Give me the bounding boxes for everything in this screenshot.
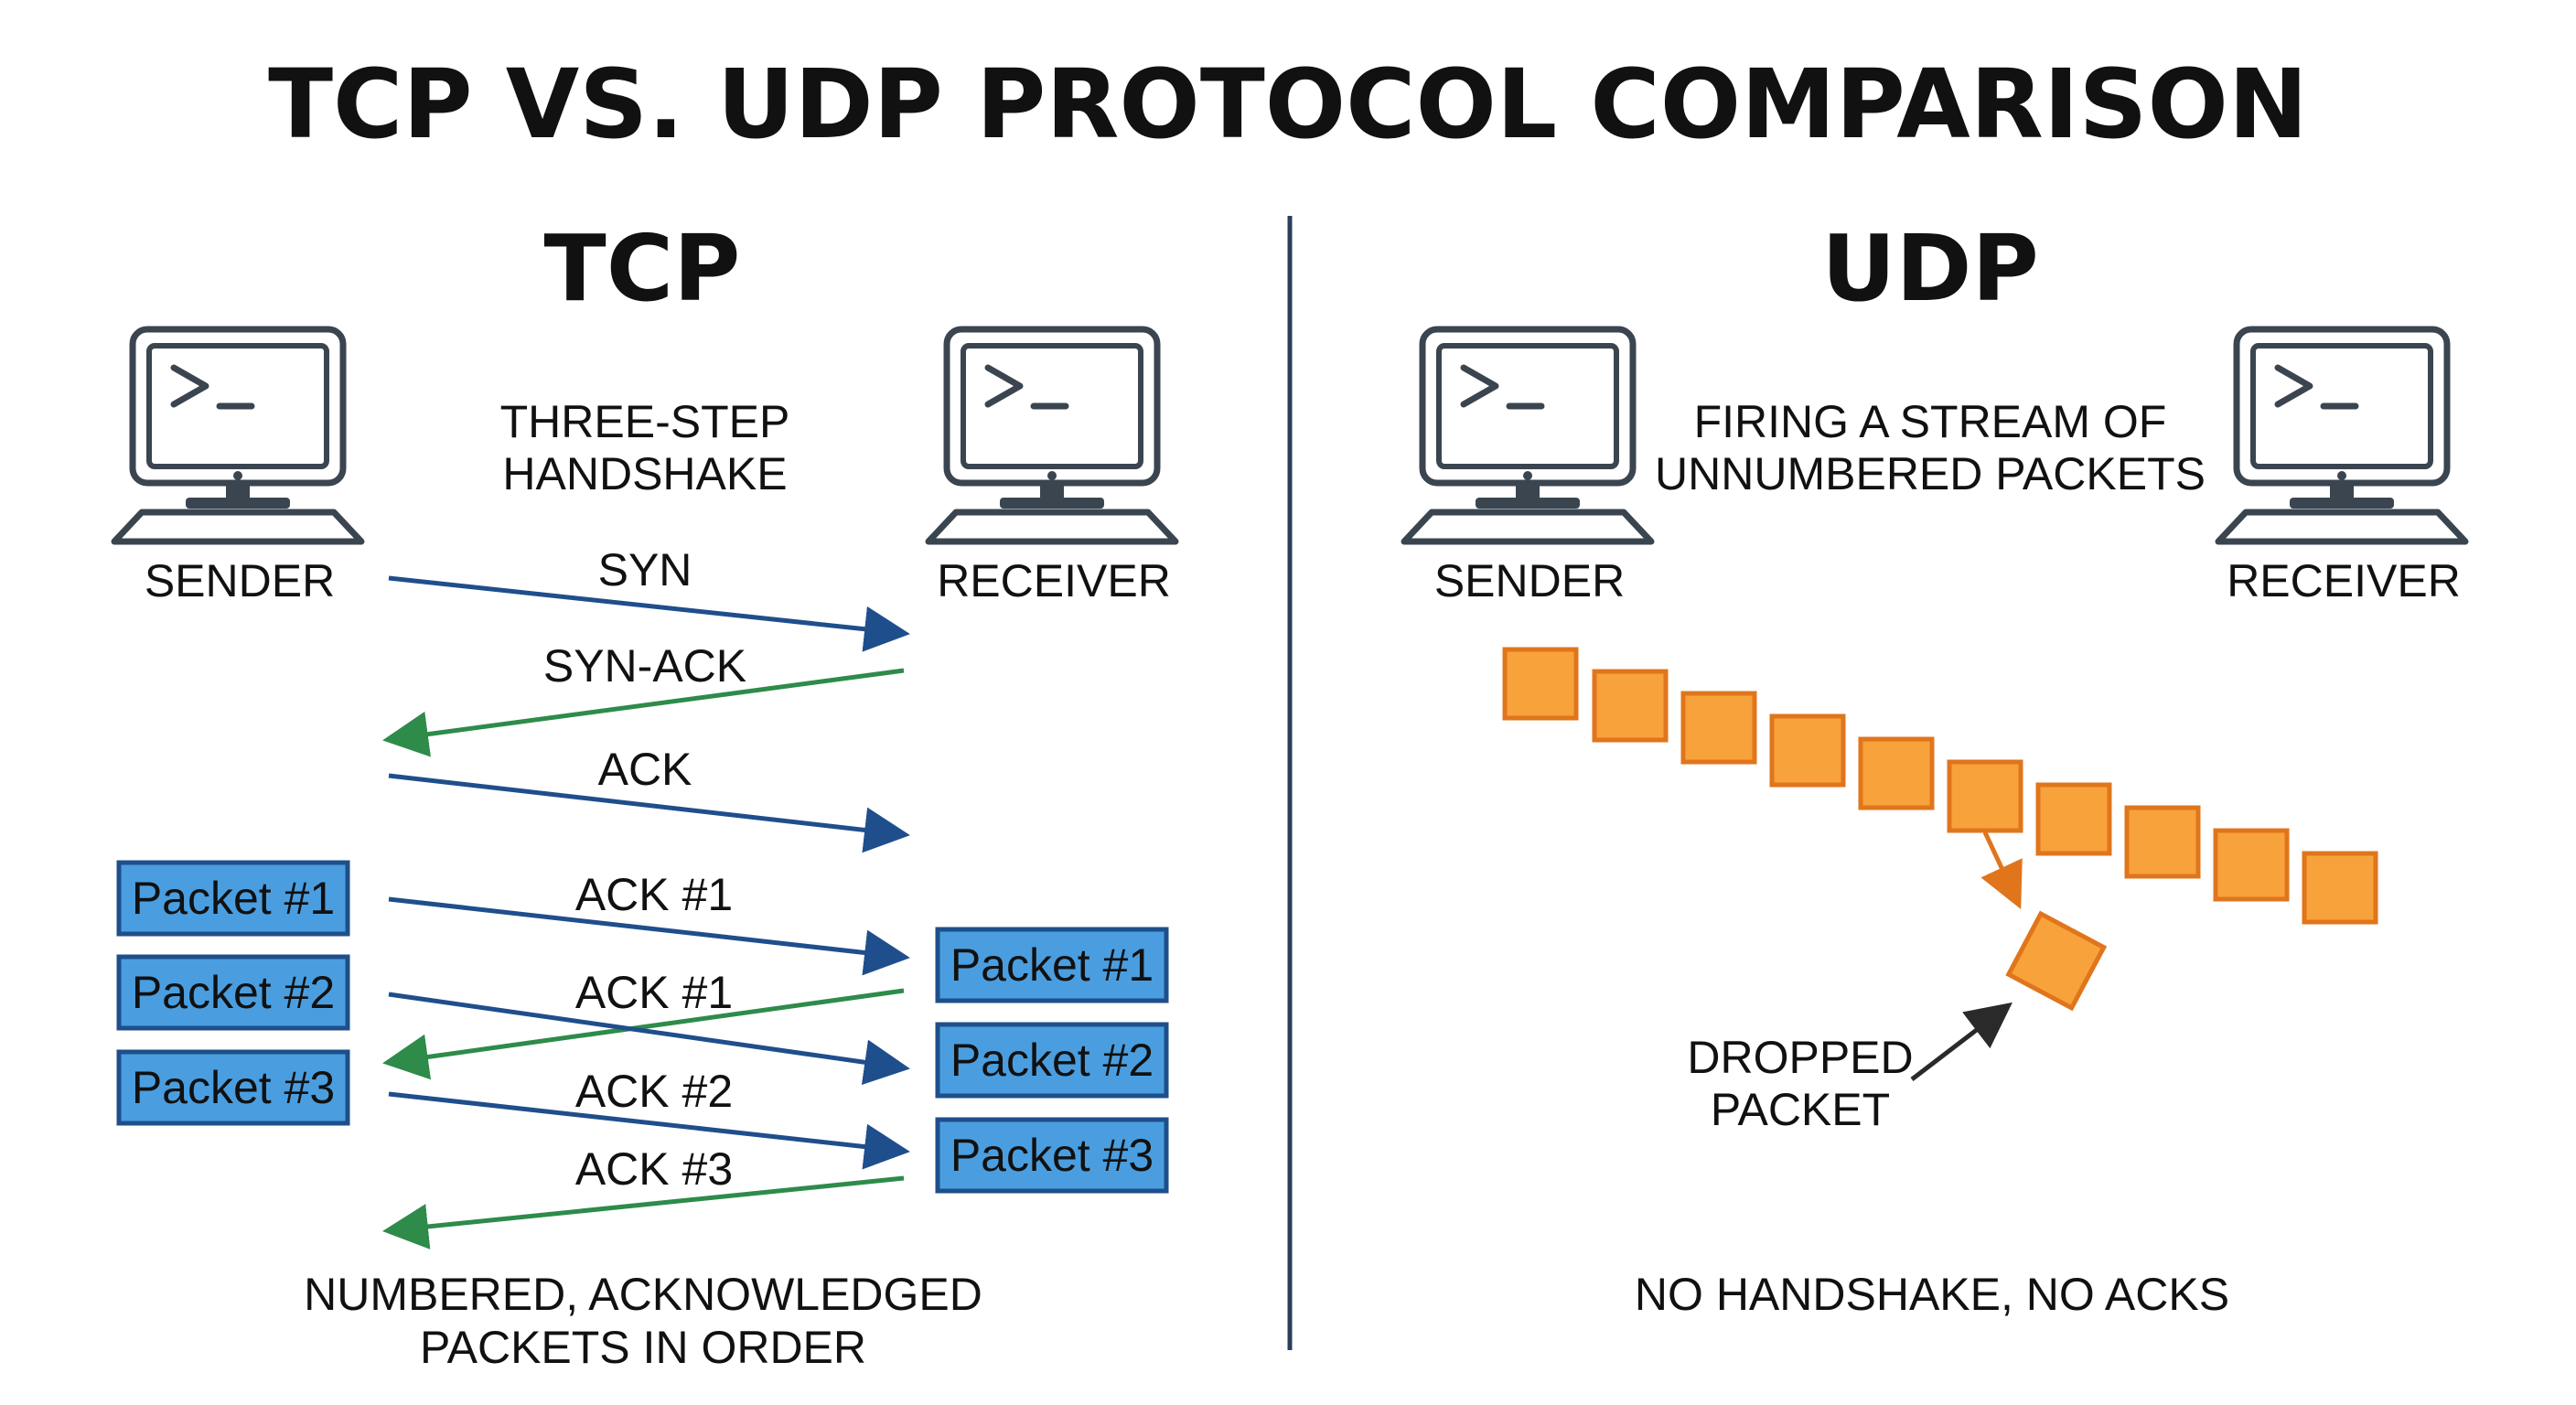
receiver-packet-label: Packet #1 bbox=[950, 939, 1154, 991]
dropped-label-line2: PACKET bbox=[1711, 1084, 1890, 1135]
tcp-footer-line1: NUMBERED, ACKNOWLEDGED bbox=[304, 1269, 982, 1320]
udp-packet bbox=[2124, 805, 2201, 879]
ack-1-repeat-label: ACK #1 bbox=[575, 967, 733, 1018]
receiver-packet-label: Packet #2 bbox=[950, 1035, 1154, 1086]
ack-1-label: ACK #1 bbox=[575, 869, 733, 920]
udp-packet bbox=[2213, 828, 2290, 902]
sender-packet-label: Packet #1 bbox=[132, 873, 335, 924]
stream-label-line2: UNNUMBERED PACKETS bbox=[1655, 448, 2206, 499]
udp-packet bbox=[2302, 851, 2378, 925]
udp-packet bbox=[1680, 691, 1757, 765]
tcp-heading: TCP bbox=[544, 215, 741, 322]
udp-heading: UDP bbox=[1821, 215, 2039, 322]
udp-footer: NO HANDSHAKE, NO ACKS bbox=[1635, 1269, 2229, 1320]
ack-1-arrow bbox=[382, 988, 905, 1080]
receiver-packet: Packet #1 bbox=[935, 927, 1169, 1003]
udp-packet bbox=[2035, 782, 2112, 856]
handshake-label-line2: HANDSHAKE bbox=[502, 448, 787, 499]
ack-arrow bbox=[388, 773, 910, 853]
packet-3-arrow bbox=[388, 1091, 910, 1170]
receiver-packet: Packet #2 bbox=[935, 1022, 1169, 1099]
tcp-section: TCP SENDER RECEIVER THREE-STEP HANDSHAKE… bbox=[114, 215, 1175, 1373]
udp-sender-label: SENDER bbox=[1434, 555, 1625, 606]
ack-3-arrow bbox=[382, 1175, 905, 1249]
tcp-receiver-label: RECEIVER bbox=[937, 555, 1171, 606]
syn-label: SYN bbox=[598, 544, 692, 595]
udp-packet bbox=[1769, 713, 1846, 788]
drop-arrow bbox=[1980, 831, 2023, 910]
sender-computer-icon bbox=[114, 329, 361, 542]
receiver-packet: Packet #3 bbox=[935, 1117, 1169, 1194]
tcp-sender-label: SENDER bbox=[145, 555, 335, 606]
handshake-label-line1: THREE-STEP bbox=[500, 396, 790, 447]
sender-packet: Packet #2 bbox=[116, 954, 350, 1031]
dropped-label-line1: DROPPED bbox=[1687, 1032, 1913, 1083]
syn-ack-arrow bbox=[382, 668, 905, 757]
stream-label-line1: FIRING A STREAM OF bbox=[1694, 396, 2167, 447]
ack-3-label: ACK #3 bbox=[575, 1143, 733, 1195]
packet-2-arrow bbox=[388, 992, 910, 1086]
receiver-packet-label: Packet #3 bbox=[950, 1130, 1154, 1181]
tcp-footer-line2: PACKETS IN ORDER bbox=[420, 1322, 866, 1373]
receiver-computer-icon bbox=[2218, 329, 2465, 542]
syn-ack-label: SYN-ACK bbox=[543, 640, 746, 692]
udp-packet bbox=[1592, 669, 1669, 743]
packet-1-arrow bbox=[388, 896, 910, 976]
sender-packet-label: Packet #3 bbox=[132, 1062, 335, 1113]
receiver-computer-icon bbox=[928, 329, 1175, 542]
sender-computer-icon bbox=[1404, 329, 1651, 542]
sender-packet: Packet #3 bbox=[116, 1049, 350, 1126]
dropped-packet bbox=[2005, 910, 2108, 1012]
udp-section: UDP SENDER RECEIVER FIRING A STREAM OF U… bbox=[1404, 215, 2465, 1320]
udp-packet bbox=[1858, 736, 1935, 810]
udp-packet bbox=[1947, 759, 2023, 833]
sender-packet: Packet #1 bbox=[116, 860, 350, 937]
udp-receiver-label: RECEIVER bbox=[2227, 555, 2461, 606]
syn-arrow bbox=[388, 575, 910, 652]
ack-label: ACK bbox=[598, 744, 692, 795]
ack-2-label: ACK #2 bbox=[575, 1066, 733, 1117]
udp-packet bbox=[1502, 647, 1579, 721]
sender-packet-label: Packet #2 bbox=[132, 967, 335, 1018]
page-title: TCP VS. UDP PROTOCOL COMPARISON bbox=[268, 48, 2308, 160]
dropped-pointer-arrow bbox=[1910, 1002, 2012, 1081]
